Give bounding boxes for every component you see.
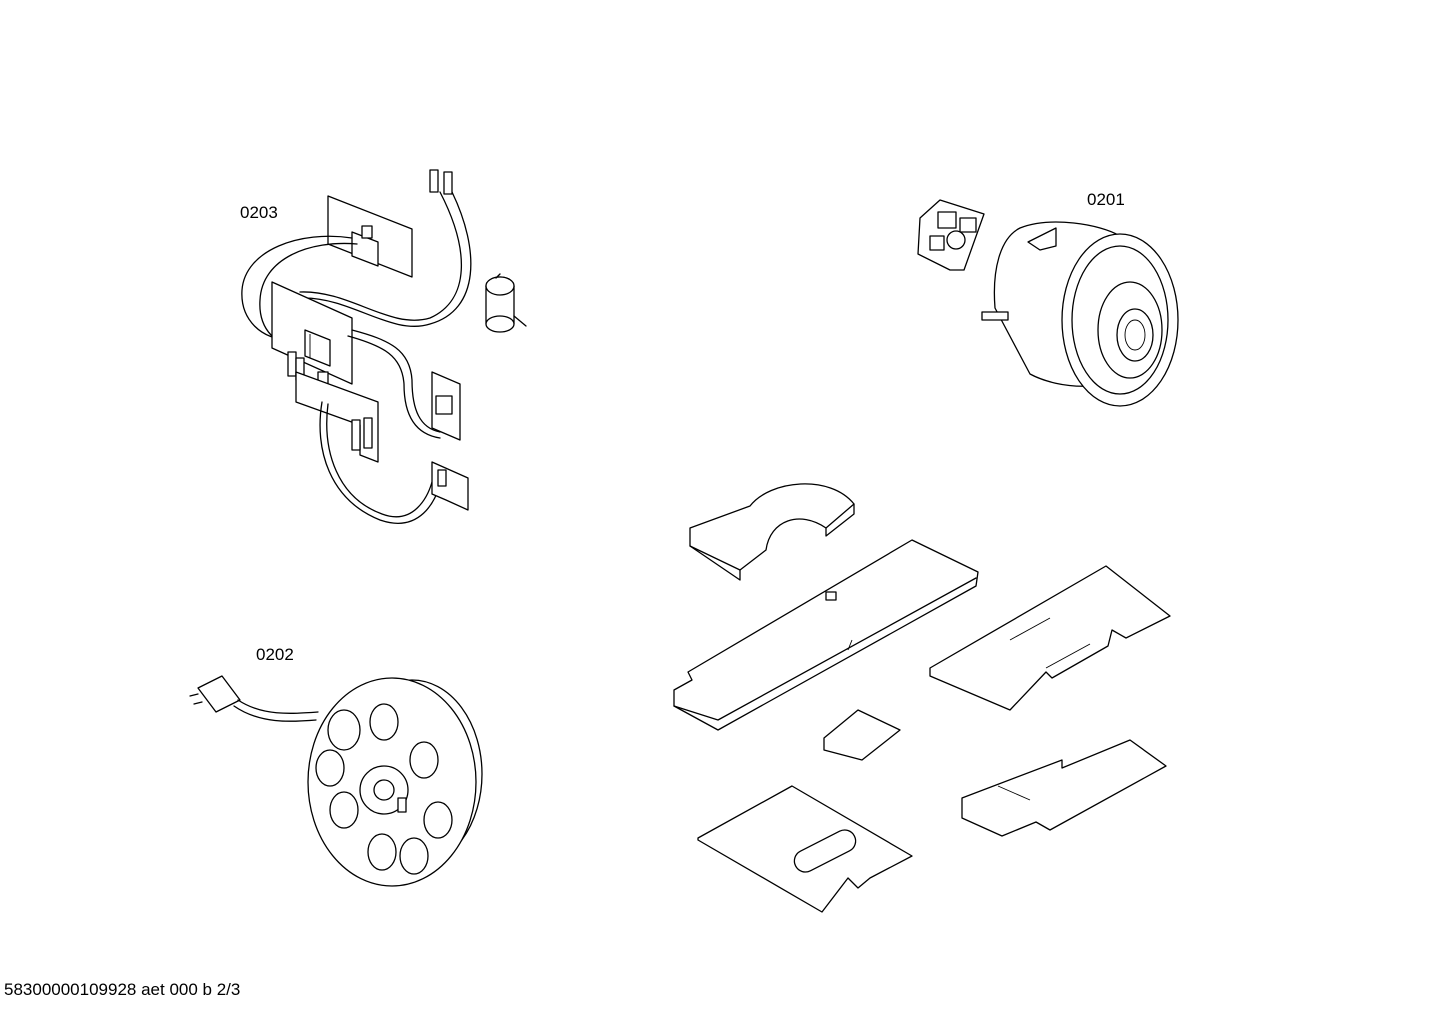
part-0203-wiring-harness (241, 169, 527, 524)
document-footer: 58300000109928 aet 000 b 2/3 (4, 980, 241, 999)
part-label-0202[interactable]: 0202 (256, 645, 294, 664)
foam-pieces (673, 483, 1171, 913)
part-0201-motor (917, 199, 1179, 407)
part-0202-cable-reel (189, 675, 483, 887)
part-label-0201[interactable]: 0201 (1087, 190, 1125, 209)
part-label-0203[interactable]: 0203 (240, 203, 278, 222)
